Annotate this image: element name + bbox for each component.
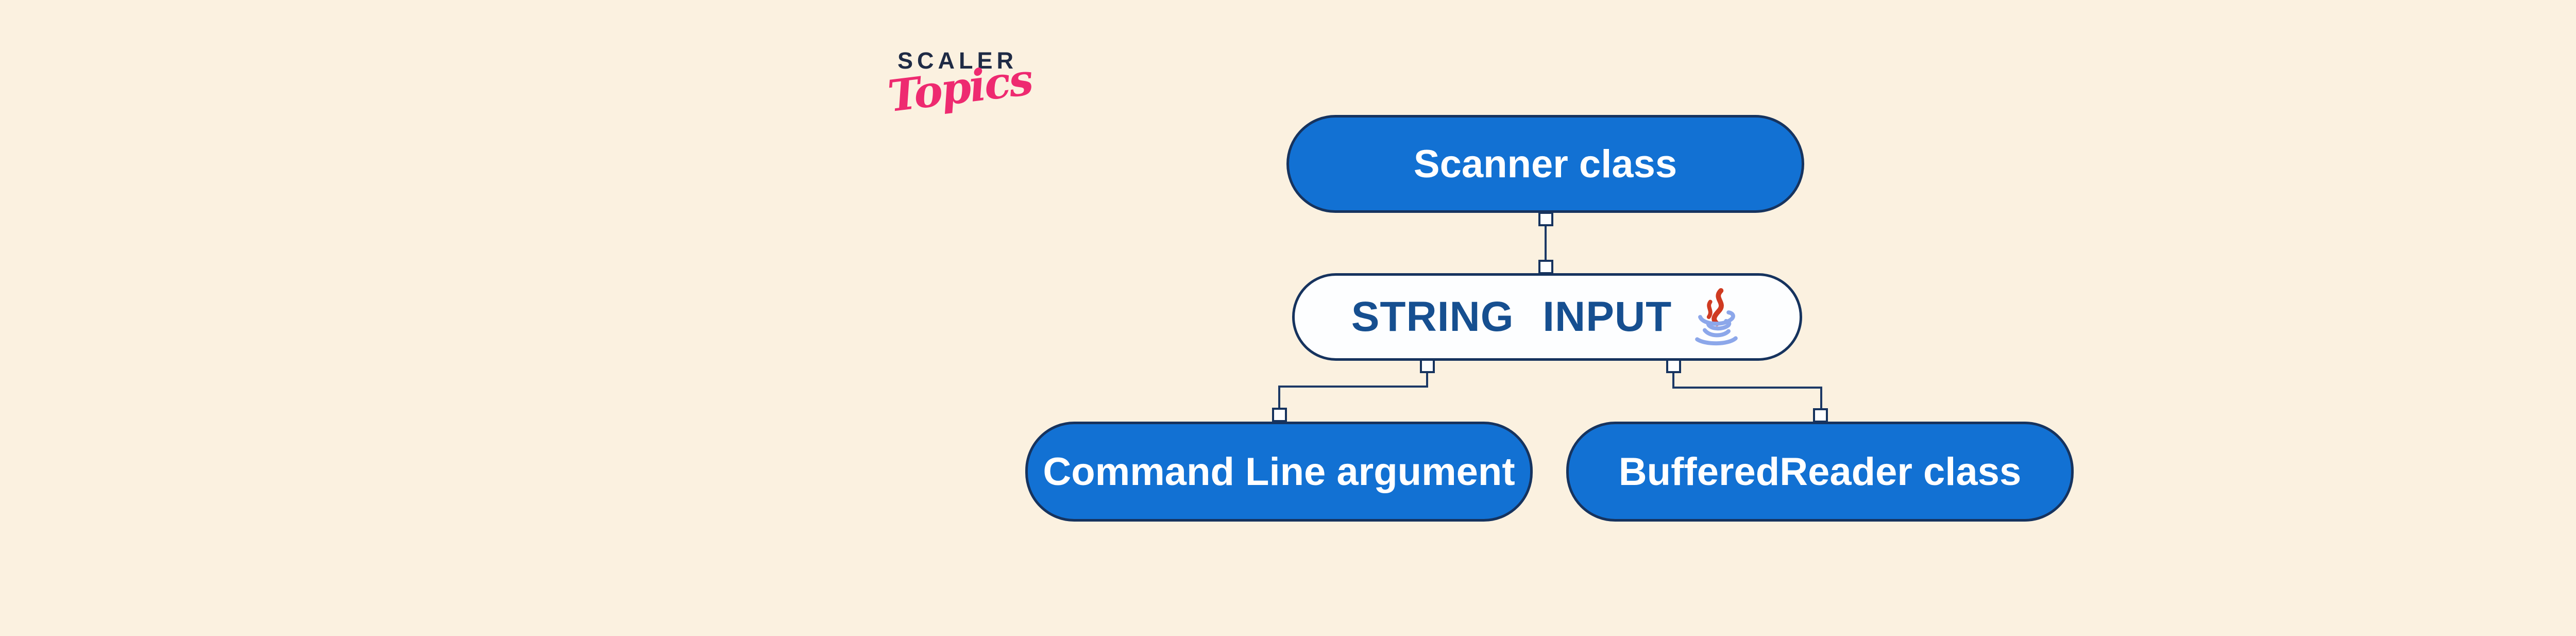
connector-right-drop1: [1672, 371, 1674, 389]
connector-right-drop2: [1820, 387, 1822, 410]
command-line-argument-label: Command Line argument: [1043, 449, 1515, 494]
node-string-input: STRING INPUT: [1292, 273, 1802, 361]
node-scanner-class: Scanner class: [1286, 115, 1804, 213]
node-command-line-argument: Command Line argument: [1025, 422, 1533, 522]
java-icon: [1695, 288, 1738, 346]
connector-left-drop1: [1426, 371, 1428, 388]
connector-right-horizontal: [1672, 387, 1822, 389]
connector-root-vertical: [1545, 225, 1547, 263]
brand-logo: SCALER Topics: [885, 47, 1040, 122]
connector-joint-string-bottom-left: [1420, 359, 1435, 373]
node-bufferedreader-class: BufferedReader class: [1566, 422, 2074, 522]
connector-joint-br-top: [1813, 408, 1828, 423]
bufferedreader-class-label: BufferedReader class: [1618, 449, 2022, 494]
connector-joint-cla-top: [1272, 408, 1287, 422]
connector-joint-string-bottom-right: [1666, 359, 1681, 373]
connector-left-drop2: [1278, 386, 1280, 409]
connector-joint-scanner-bottom: [1538, 212, 1553, 226]
connector-joint-string-top: [1538, 260, 1553, 274]
brand-scaler-text: SCALER: [897, 47, 1018, 74]
scanner-class-label: Scanner class: [1413, 142, 1677, 186]
string-input-label: STRING INPUT: [1351, 293, 1672, 340]
connector-left-horizontal: [1278, 386, 1428, 388]
